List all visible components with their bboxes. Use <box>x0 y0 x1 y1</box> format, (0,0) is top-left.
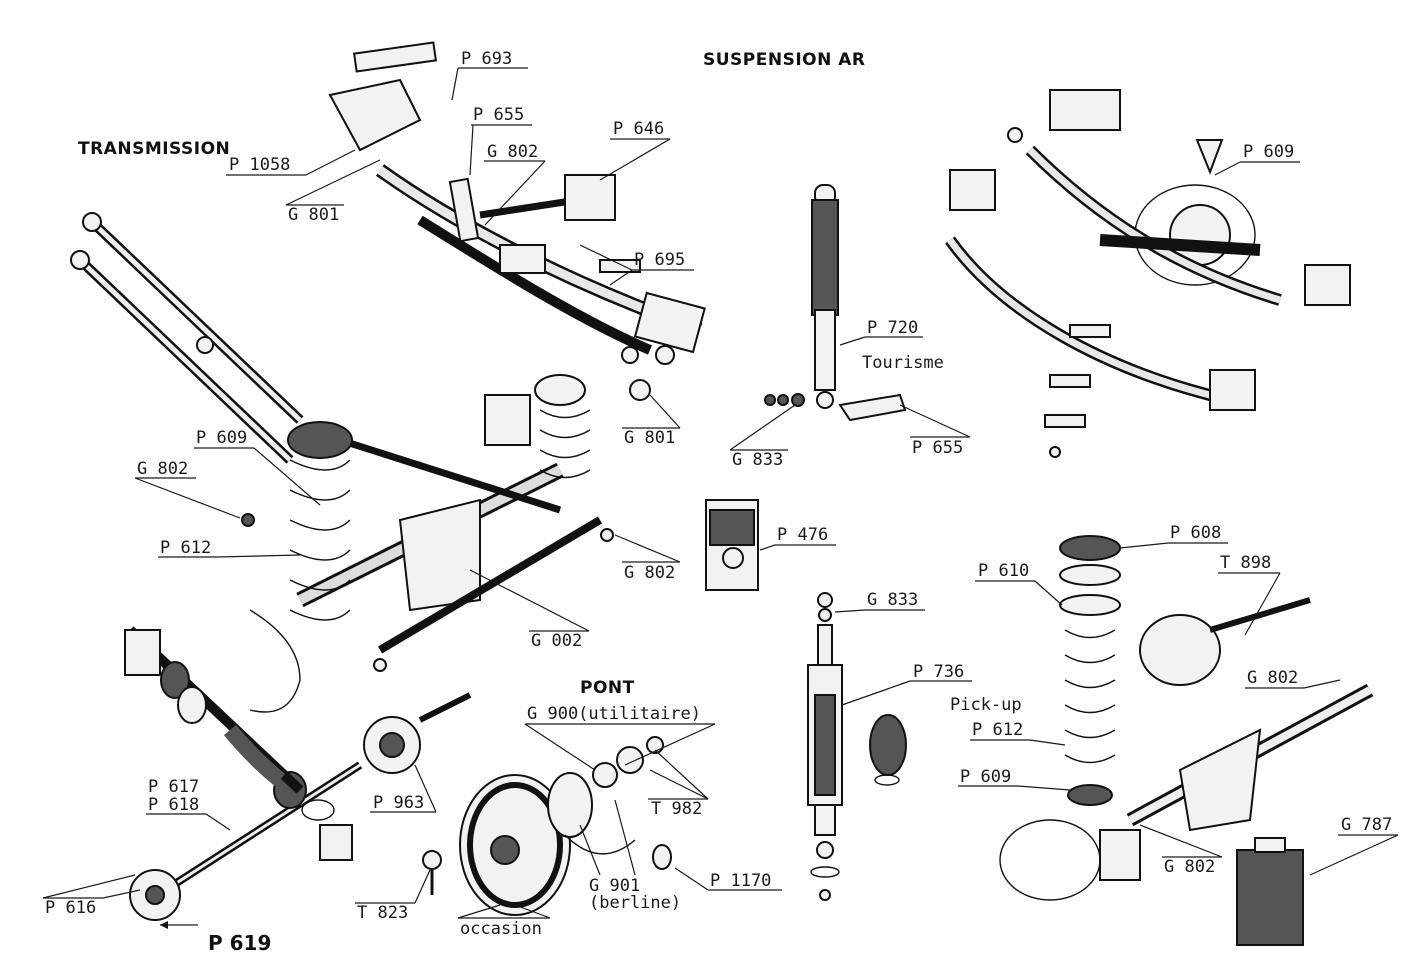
coil-spring-pickup-drawing <box>999 535 1374 901</box>
suspension-ar-title: SUSPENSION AR <box>703 50 866 70</box>
label-p646: P 646 <box>613 119 664 139</box>
label-p693: P 693 <box>461 49 512 69</box>
label-p617: P 617 <box>148 777 199 797</box>
p476-box-drawing <box>705 499 759 591</box>
label-p612-left: P 612 <box>160 538 211 558</box>
label-g833-mid: G 833 <box>867 590 918 610</box>
pont-title: PONT <box>580 678 635 698</box>
label-g802-bot: G 802 <box>1164 857 1215 877</box>
label-p618: P 618 <box>148 795 199 815</box>
label-g901: G 901 <box>589 876 640 896</box>
leaf-spring-drawing-top-right <box>945 89 1351 458</box>
label-g787: G 787 <box>1341 815 1392 835</box>
label-p608: P 608 <box>1170 523 1221 543</box>
label-p610: P 610 <box>978 561 1029 581</box>
shock-absorber-tourisme-drawing <box>764 184 907 422</box>
label-p1058: P 1058 <box>229 155 290 175</box>
label-p963: P 963 <box>373 793 424 813</box>
label-p695: P 695 <box>634 250 685 270</box>
label-berline: (berline) <box>589 893 681 913</box>
label-g801-top: G 801 <box>288 205 339 225</box>
g787-box-drawing <box>1236 837 1304 946</box>
label-p655-mid: P 655 <box>912 438 963 458</box>
label-p609-left: P 609 <box>196 428 247 448</box>
leaf-spring-drawing-top-left <box>328 41 706 401</box>
label-p609-right: P 609 <box>1243 142 1294 162</box>
label-p720: P 720 <box>867 318 918 338</box>
label-g900: G 900(utilitaire) <box>527 704 701 724</box>
brake-drum-drawing <box>459 736 672 916</box>
label-t982: T 982 <box>651 799 702 819</box>
axle-transmission-drawing <box>70 212 614 713</box>
label-g801-mid: G 801 <box>624 428 675 448</box>
label-g802-mid: G 802 <box>624 563 675 583</box>
label-p655-top: P 655 <box>473 105 524 125</box>
shock-absorber-pickup-drawing <box>807 592 907 901</box>
label-pickup: Pick-up <box>950 695 1022 715</box>
label-g002: G 002 <box>531 631 582 651</box>
label-t898: T 898 <box>1220 553 1271 573</box>
label-g833-top: G 833 <box>732 450 783 470</box>
label-g802-left: G 802 <box>137 459 188 479</box>
label-p1170: P 1170 <box>710 871 771 891</box>
axle-shaft-drawing <box>124 626 472 921</box>
label-occasion: occasion <box>460 919 542 939</box>
label-p612-right: P 612 <box>972 720 1023 740</box>
label-g802-top: G 802 <box>487 142 538 162</box>
label-g802-right: G 802 <box>1247 668 1298 688</box>
label-p619-handwritten: P 619 <box>208 931 271 955</box>
label-tourisme: Tourisme <box>862 353 944 373</box>
label-t823: T 823 <box>357 903 408 923</box>
transmission-title: TRANSMISSION <box>78 139 230 159</box>
label-p609-bot: P 609 <box>960 767 1011 787</box>
label-p616: P 616 <box>45 898 96 918</box>
label-p736: P 736 <box>913 662 964 682</box>
label-p476: P 476 <box>777 525 828 545</box>
